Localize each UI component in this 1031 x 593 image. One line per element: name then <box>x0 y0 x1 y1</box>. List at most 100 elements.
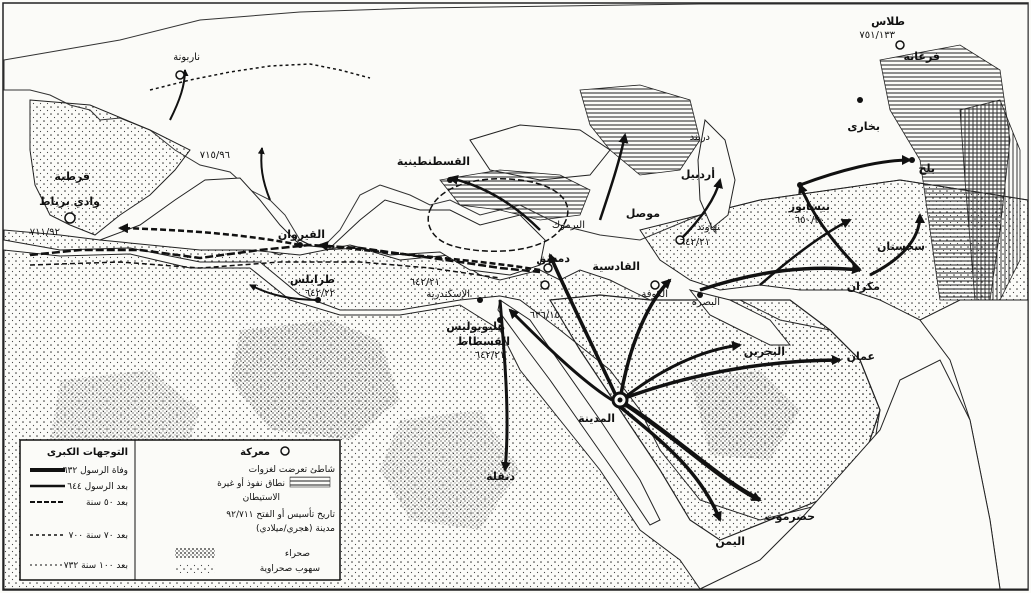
arrow-to-syria <box>548 253 620 401</box>
dashed-europe-frontier <box>149 63 371 91</box>
legend-row1: وفاة الرسول ٦٣٢ <box>63 466 128 476</box>
arrow-caucasus <box>598 133 629 221</box>
label-talas: طلاس <box>871 15 905 28</box>
label-barcelona-date: ٧١٥/٩٦ <box>200 150 230 161</box>
wadi-barbat-battle <box>64 212 76 224</box>
label-basra: البصرة <box>692 297 720 308</box>
label-damascus-date: ٦٣٦/١٥ <box>530 310 560 321</box>
label-fergana: فرغانة <box>904 50 941 63</box>
hatched-anatolia <box>439 169 591 221</box>
arrow-to-hadramawt <box>620 400 762 503</box>
legend: التوجهات الكبرى معركة وفاة الرسول ٦٣٢ بع… <box>19 439 341 581</box>
label-derbent: دربند <box>690 132 710 143</box>
seas <box>99 118 1001 590</box>
legend-date: تاريخ تأسيس أو الفتح ٩٢/٧١١ <box>226 507 335 520</box>
nahavand-battle <box>675 235 685 245</box>
label-wadi-date: ٧١١/٩٢ <box>30 227 60 238</box>
label-tripoli: طرابلس <box>290 273 335 286</box>
qadisiyyah-battle <box>650 280 660 290</box>
label-balkh: بلخ <box>918 162 935 175</box>
legend-desert-swatch <box>175 548 215 558</box>
fustat-dot <box>497 317 503 323</box>
legend-row3: بعد ٥٠ سنة <box>86 498 128 508</box>
label-cordoba: قرطبة <box>54 170 90 183</box>
basra-dot <box>697 292 703 298</box>
label-bahrain: البحرين <box>744 345 785 358</box>
arrow-to-indus <box>869 213 925 277</box>
label-nahavand: نهاوند <box>697 222 720 233</box>
legend-desert: صحراء <box>285 549 310 559</box>
dashed-north-africa <box>29 243 541 274</box>
label-qadisiyyah: القادسية <box>592 260 640 273</box>
arrow-persia-east <box>699 264 862 292</box>
narbonne-battle <box>175 70 185 80</box>
label-hadramawt: حضرموت <box>765 510 815 523</box>
red-sea <box>497 299 661 526</box>
persian-gulf <box>688 289 792 346</box>
label-nishapur: نيسابور <box>788 200 830 213</box>
label-alexandria-date: ٦٤٢/٢١ <box>410 277 440 288</box>
label-bukhara: بخارى <box>847 120 880 133</box>
label-fustat-date: ٦٤٢/٢١ <box>475 350 505 361</box>
legend-influence: نطاق نفوذ أو غيرة <box>217 477 285 489</box>
arrow-to-oman <box>624 355 842 400</box>
land-iberia <box>29 99 191 236</box>
label-alexandria: الإسكندرية <box>426 289 470 300</box>
arrow-to-iberia <box>118 223 301 247</box>
medina-dot <box>617 397 623 403</box>
dashed-anatolia-loop <box>427 178 569 252</box>
legend-settle: الاستيطان <box>243 493 280 503</box>
label-wadi-barbat: وادي برباط <box>39 195 100 208</box>
arrow-to-nishapur <box>798 183 862 272</box>
arrow-narbonne <box>169 69 189 121</box>
label-yarmouk: اليرموك <box>552 220 585 231</box>
arrow-north-africa <box>318 241 541 272</box>
arrow-to-yemen <box>616 403 722 522</box>
place-labels: ناربونة قرطبة وادي برباط ٧١١/٩٢ ٧١٥/٩٦ ا… <box>30 15 940 548</box>
arrow-to-iraq <box>618 278 672 401</box>
label-nishapur-date: ٦٥٠/٣٠ <box>795 215 825 226</box>
nishapur-dot <box>797 182 803 188</box>
label-sistan: سجستان <box>877 240 925 253</box>
legend-city: مدينة (هجري/ميلادي) <box>256 524 335 534</box>
frontier-lines <box>29 63 569 279</box>
label-yemen: اليمن <box>715 535 745 548</box>
label-narbonne: ناربونة <box>173 52 200 63</box>
label-kufa: الكوفة <box>641 289 668 300</box>
balkh-dot <box>909 157 915 163</box>
kairouan-dot <box>297 242 303 248</box>
label-damascus: دمشق <box>536 252 570 265</box>
talas-battle <box>895 40 905 50</box>
label-oman: عمان <box>847 350 875 363</box>
legend-title: التوجهات الكبرى <box>47 447 128 458</box>
legend-battle-symbol <box>280 446 290 456</box>
label-makran: مكران <box>847 280 880 293</box>
arrow-to-egypt <box>508 308 613 402</box>
label-nahavand-date: ٦٤٢/٢١ <box>680 237 710 248</box>
arrow-to-bahrain <box>623 341 742 400</box>
label-fustat: الفسطاط <box>457 335 510 348</box>
hatched-caucasus <box>579 84 701 176</box>
dense-arabia <box>690 370 800 460</box>
arrow-tripoli <box>249 284 321 301</box>
legend-battle-label: معركة <box>240 447 270 458</box>
label-ardabil: أردبيل <box>681 167 715 181</box>
conquest-arrows <box>118 69 925 522</box>
damascus-marker <box>543 263 553 273</box>
label-medina: المدينة <box>578 412 615 425</box>
city-markers <box>64 40 915 409</box>
label-constantinople: القسطنطينية <box>397 155 470 168</box>
vhatch-indus <box>959 99 1021 301</box>
alexandria-dot <box>477 297 483 303</box>
caspian-sea <box>697 118 736 229</box>
legend-coast: شاطئ تعرضت لغزوات <box>249 465 335 475</box>
yarmouk-battle <box>540 280 550 290</box>
label-heliopolis: هليوبوليس <box>446 320 505 333</box>
arabian-sea <box>699 359 1001 590</box>
arrow-sistan <box>759 218 852 286</box>
legend-steppe-swatch <box>175 563 215 573</box>
mediterranean-sea <box>99 177 546 276</box>
legend-row4: بعد ٧٠ سنة ٧٠٠ <box>69 531 128 541</box>
label-dongola: دنقلة <box>486 470 515 483</box>
